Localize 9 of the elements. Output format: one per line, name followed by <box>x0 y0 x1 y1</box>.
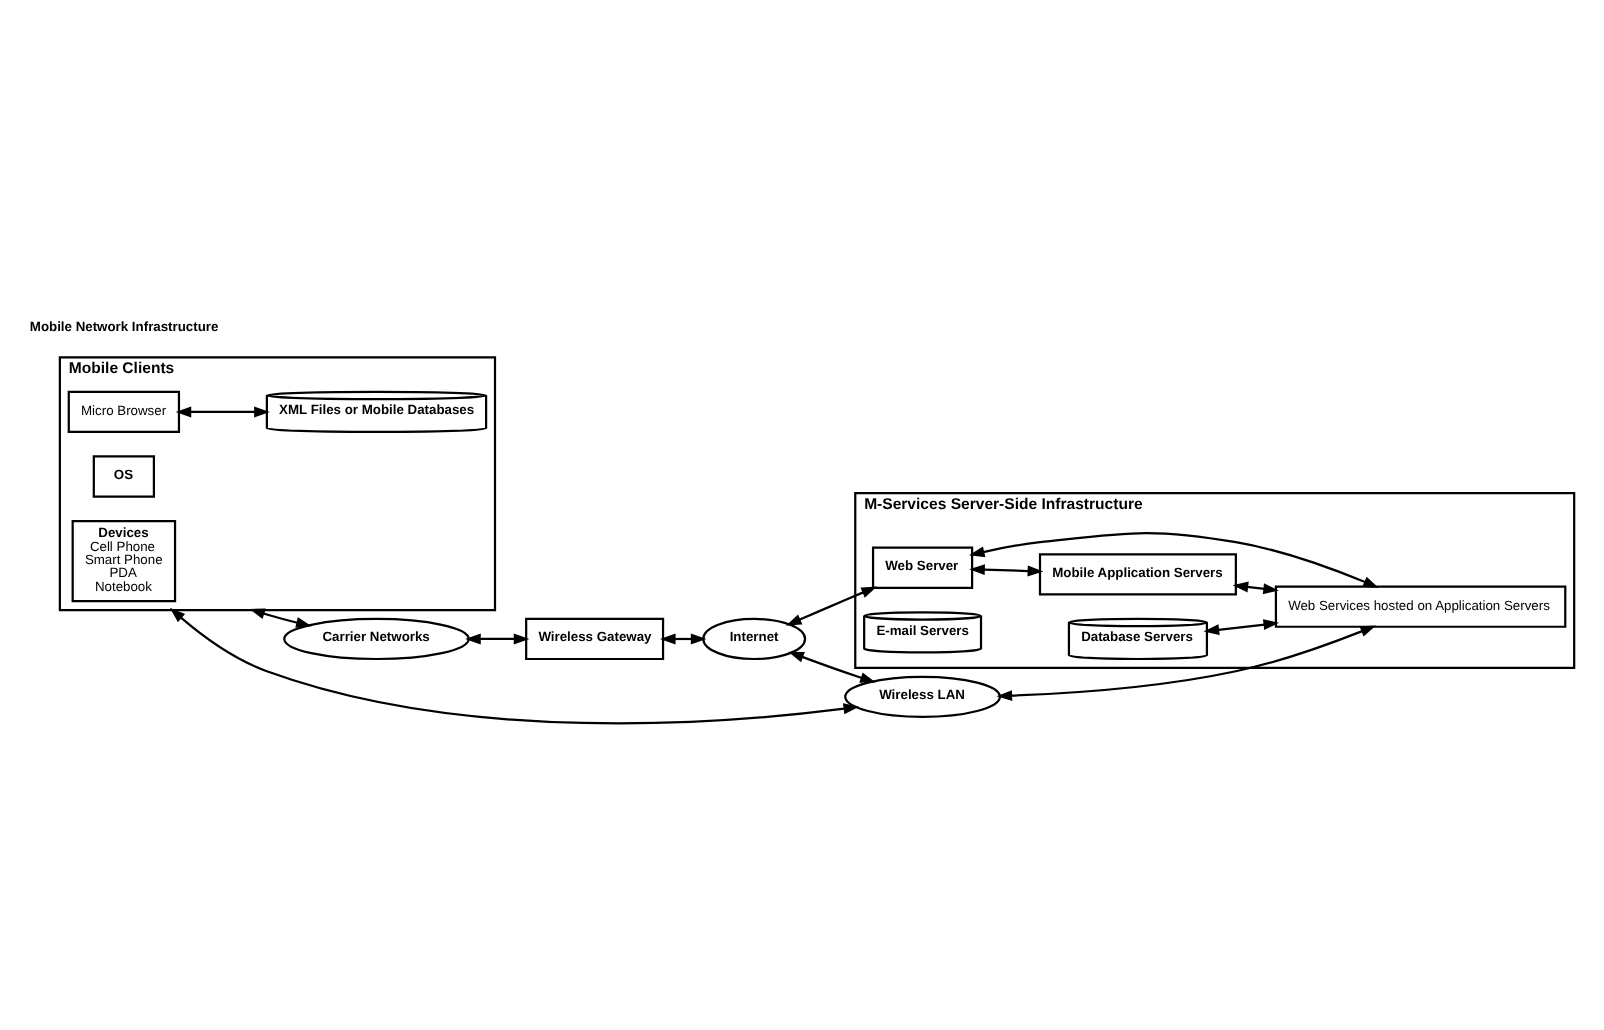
arrow <box>1203 618 1280 635</box>
arrow <box>175 405 270 417</box>
arrow <box>785 585 877 625</box>
arrow <box>169 606 860 724</box>
arrow <box>996 624 1377 701</box>
arrow <box>465 632 530 644</box>
arrow <box>788 650 876 682</box>
arrow <box>249 607 312 627</box>
arrow <box>969 563 1044 576</box>
